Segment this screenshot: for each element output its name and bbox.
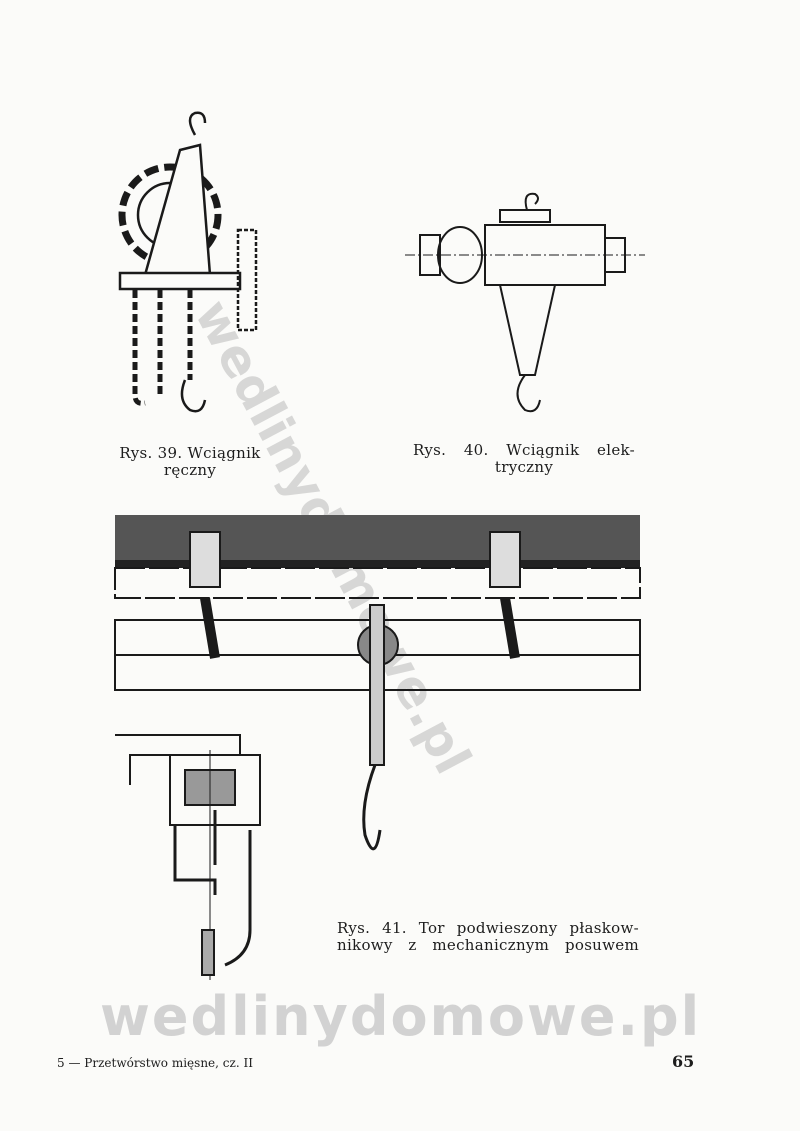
page-number: 65 [672, 1052, 695, 1071]
caption-line: ręczny [163, 461, 217, 479]
footer-signature: 5 — Przetwórstwo mięsne, cz. II [57, 1056, 253, 1070]
caption-line: Rys. 41. Tor podwieszony płaskow- [337, 919, 639, 937]
figure-39-manual-hoist [118, 111, 258, 413]
watermark-bottom: wedlinydomowe.pl [100, 985, 702, 1048]
caption-line: Rys. 40. Wciągnik elek- [413, 441, 635, 459]
figure-40-caption: Rys. 40. Wciągnik elek- tryczny [413, 442, 635, 476]
figure-41-caption: Rys. 41. Tor podwieszony płaskow- nikowy… [337, 920, 639, 954]
figure-39-caption: Rys. 39. Wciągnik ręczny [115, 445, 265, 479]
caption-line: Rys. 39. Wciągnik [119, 444, 261, 462]
caption-line: tryczny [494, 458, 554, 476]
figure-41-suspended-track [114, 515, 641, 980]
caption-line: nikowy z mechanicznym posuwem [337, 936, 639, 954]
figure-40-electric-hoist [405, 192, 645, 413]
